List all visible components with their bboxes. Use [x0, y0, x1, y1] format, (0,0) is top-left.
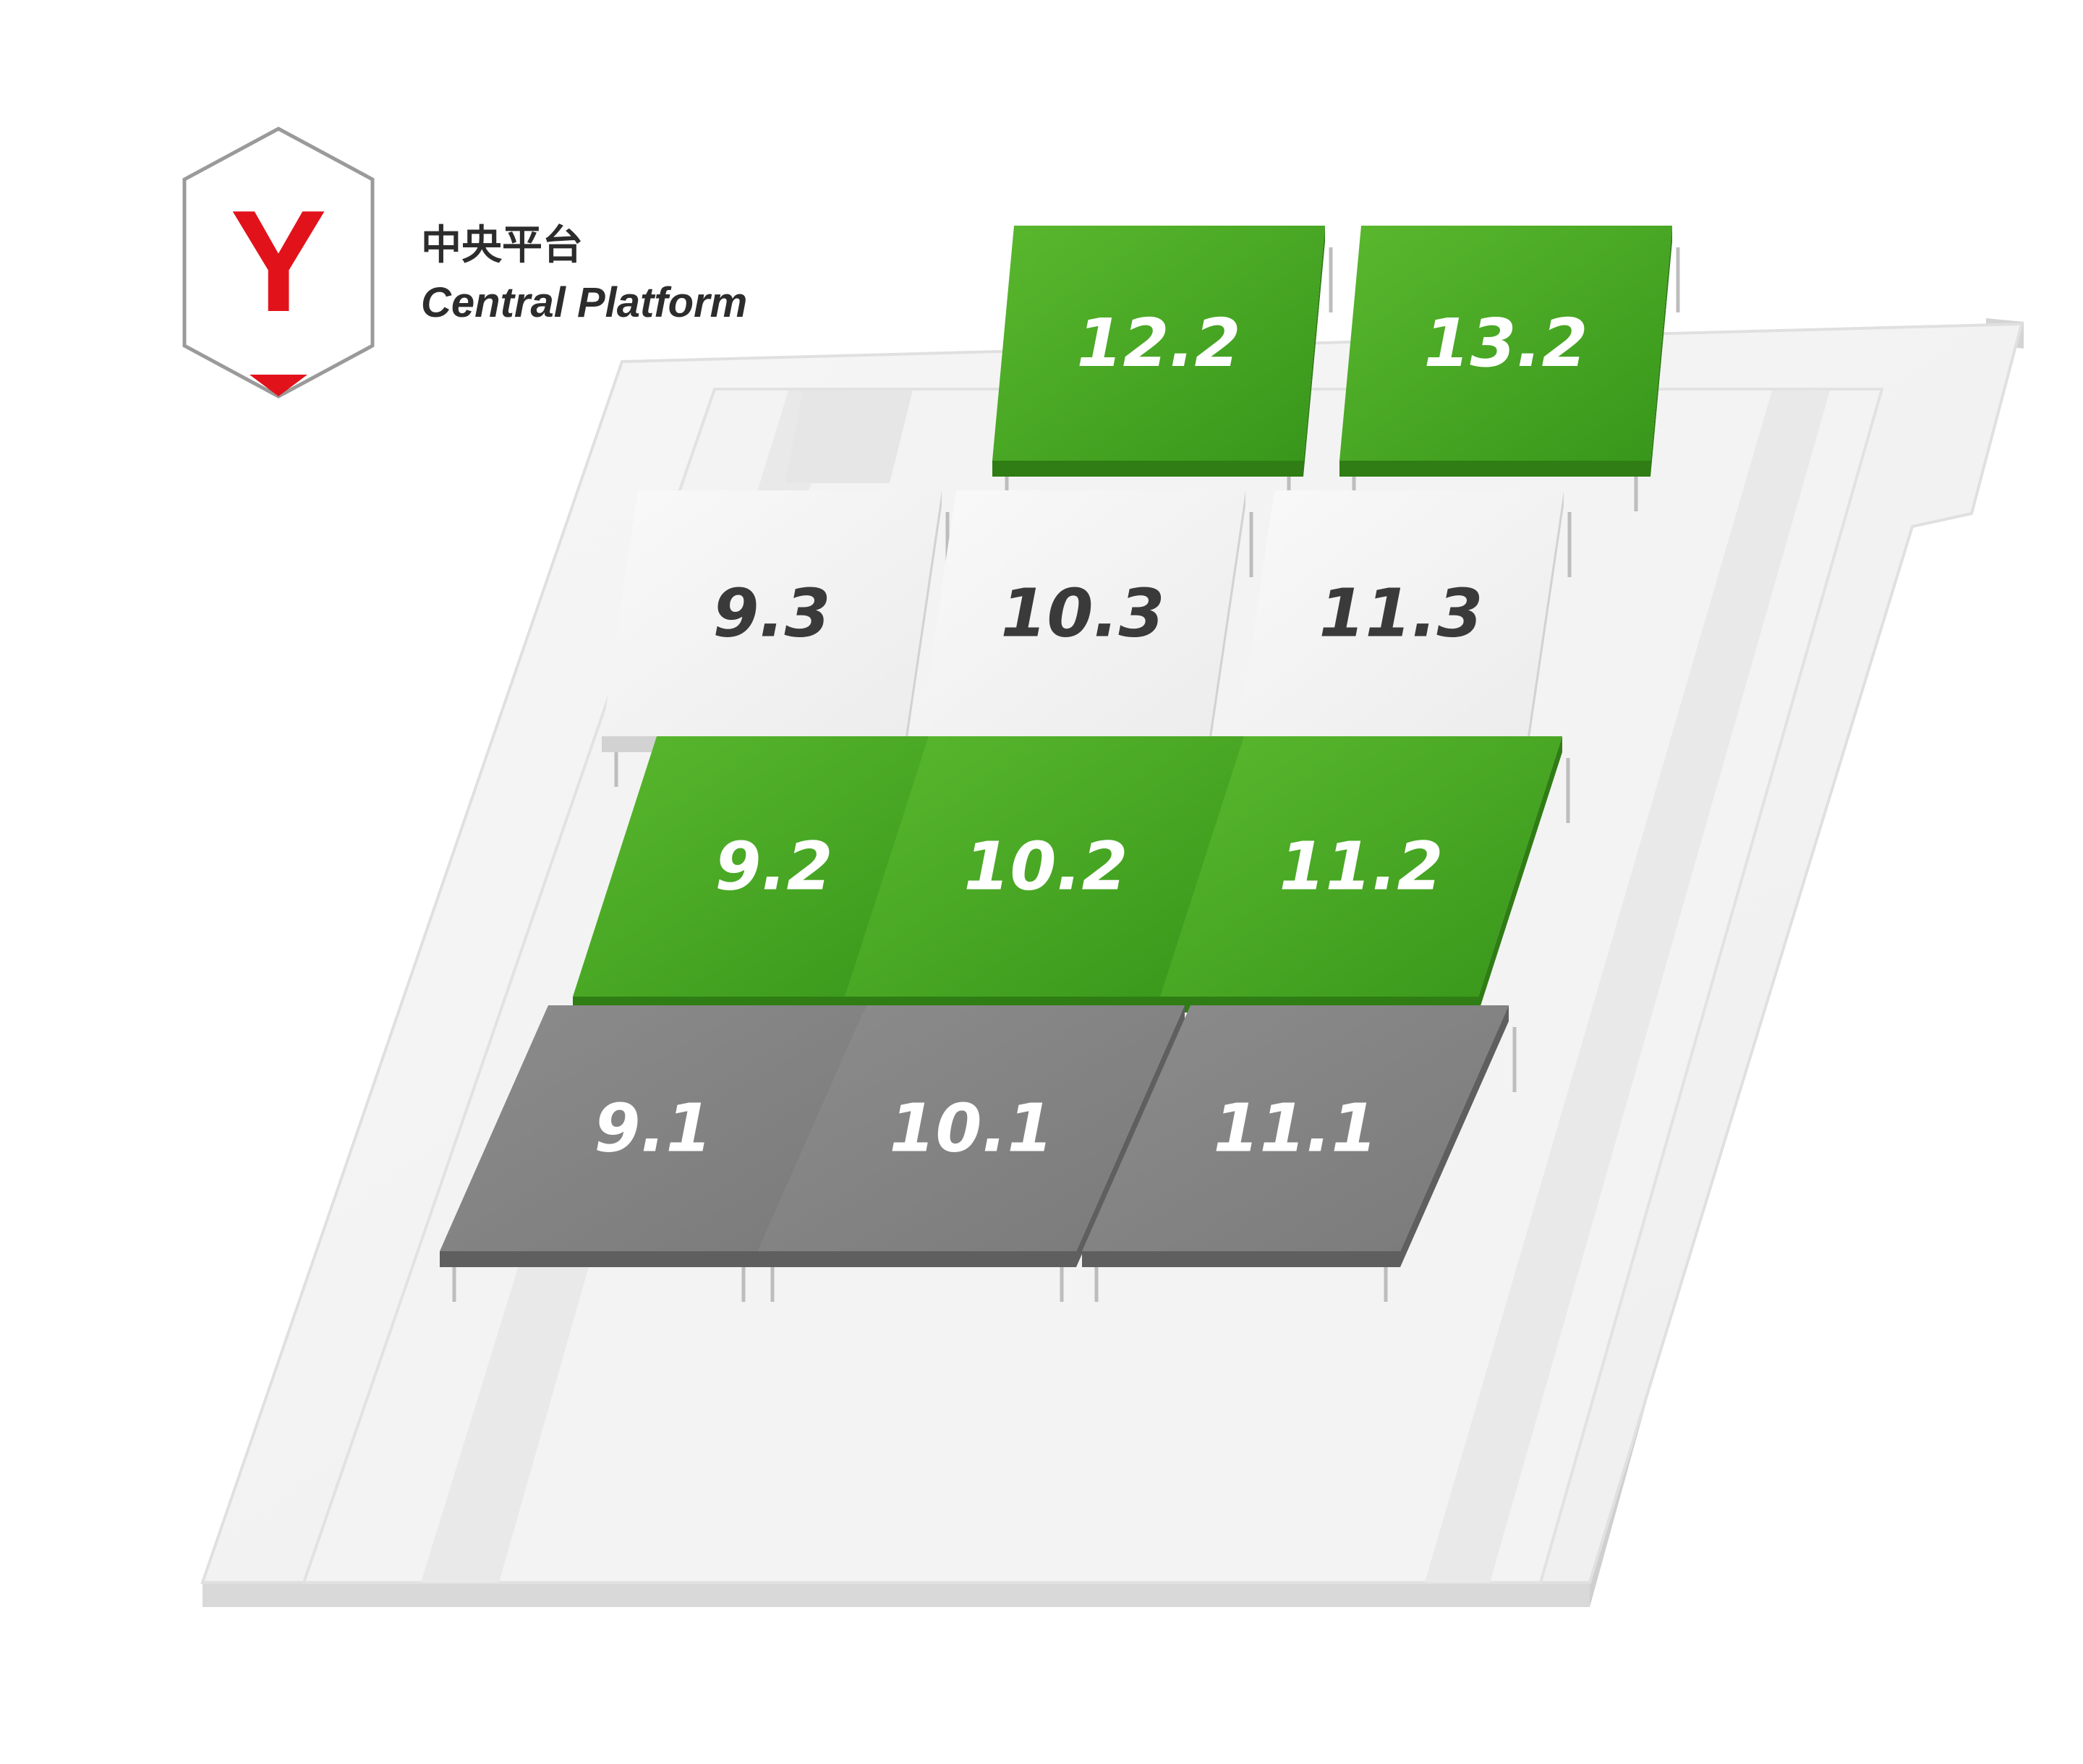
central-platform-logo: Y 中央平台 Central Platform — [182, 127, 747, 399]
logo-letter: Y — [230, 181, 326, 342]
hall-11-1[interactable]: 11.1 — [1082, 1005, 1517, 1302]
hall-top — [1160, 736, 1562, 997]
hall-label: 12.2 — [1077, 304, 1241, 382]
hall-10-3[interactable]: 10.3 — [920, 490, 1253, 787]
hall-side-edge — [1478, 736, 1562, 1013]
hall-side-edge — [1528, 490, 1564, 752]
hall-side-edge — [906, 490, 942, 752]
hall-label: 11.3 — [1319, 575, 1483, 652]
hall-top — [758, 1005, 1185, 1251]
hall-13-2[interactable]: 13.2 — [1339, 226, 1680, 511]
hall-side-edge — [1400, 1005, 1509, 1267]
hall-top — [602, 490, 942, 736]
hall-label: 10.1 — [890, 1090, 1054, 1167]
hall-front-edge — [992, 461, 1303, 477]
hall-label: 10.3 — [1001, 575, 1165, 652]
hall-front-edge — [1339, 461, 1650, 477]
hall-10-1[interactable]: 10.1 — [758, 1005, 1193, 1302]
hall-side-edge — [1650, 226, 1672, 477]
logo-arrow-icon — [250, 375, 307, 396]
hall-side-edge — [1076, 1005, 1185, 1267]
hall-12-2[interactable]: 12.2 — [992, 226, 1333, 511]
hall-top — [992, 226, 1325, 461]
hall-label: 9.2 — [715, 828, 833, 906]
halls: 12.2 13.2 9.3 10.3 11.3 9.2 10.2 11.2 9.1 10.1 11.… — [440, 226, 1680, 1302]
hall-label: 9.1 — [595, 1090, 712, 1167]
hall-front-edge — [758, 1251, 1076, 1267]
hall-front-edge — [440, 1251, 758, 1267]
hall-top — [1238, 490, 1564, 736]
hall-top — [845, 736, 1247, 997]
platform-title-cn: 中央平台 — [421, 222, 583, 269]
hall-label: 11.1 — [1214, 1090, 1378, 1167]
hall-label: 11.2 — [1279, 828, 1444, 906]
platform-title-en: Central Platform — [421, 279, 747, 326]
hall-label: 13.2 — [1424, 304, 1588, 382]
hall-top — [920, 490, 1245, 736]
hall-side-edge — [1303, 226, 1325, 477]
hall-label: 10.2 — [964, 828, 1128, 906]
hall-label: 9.3 — [713, 575, 831, 652]
hall-top — [440, 1005, 866, 1251]
hall-side-edge — [1209, 490, 1245, 752]
hall-top — [1082, 1005, 1509, 1251]
hall-top — [1339, 226, 1672, 461]
hall-front-edge — [1082, 1251, 1400, 1267]
